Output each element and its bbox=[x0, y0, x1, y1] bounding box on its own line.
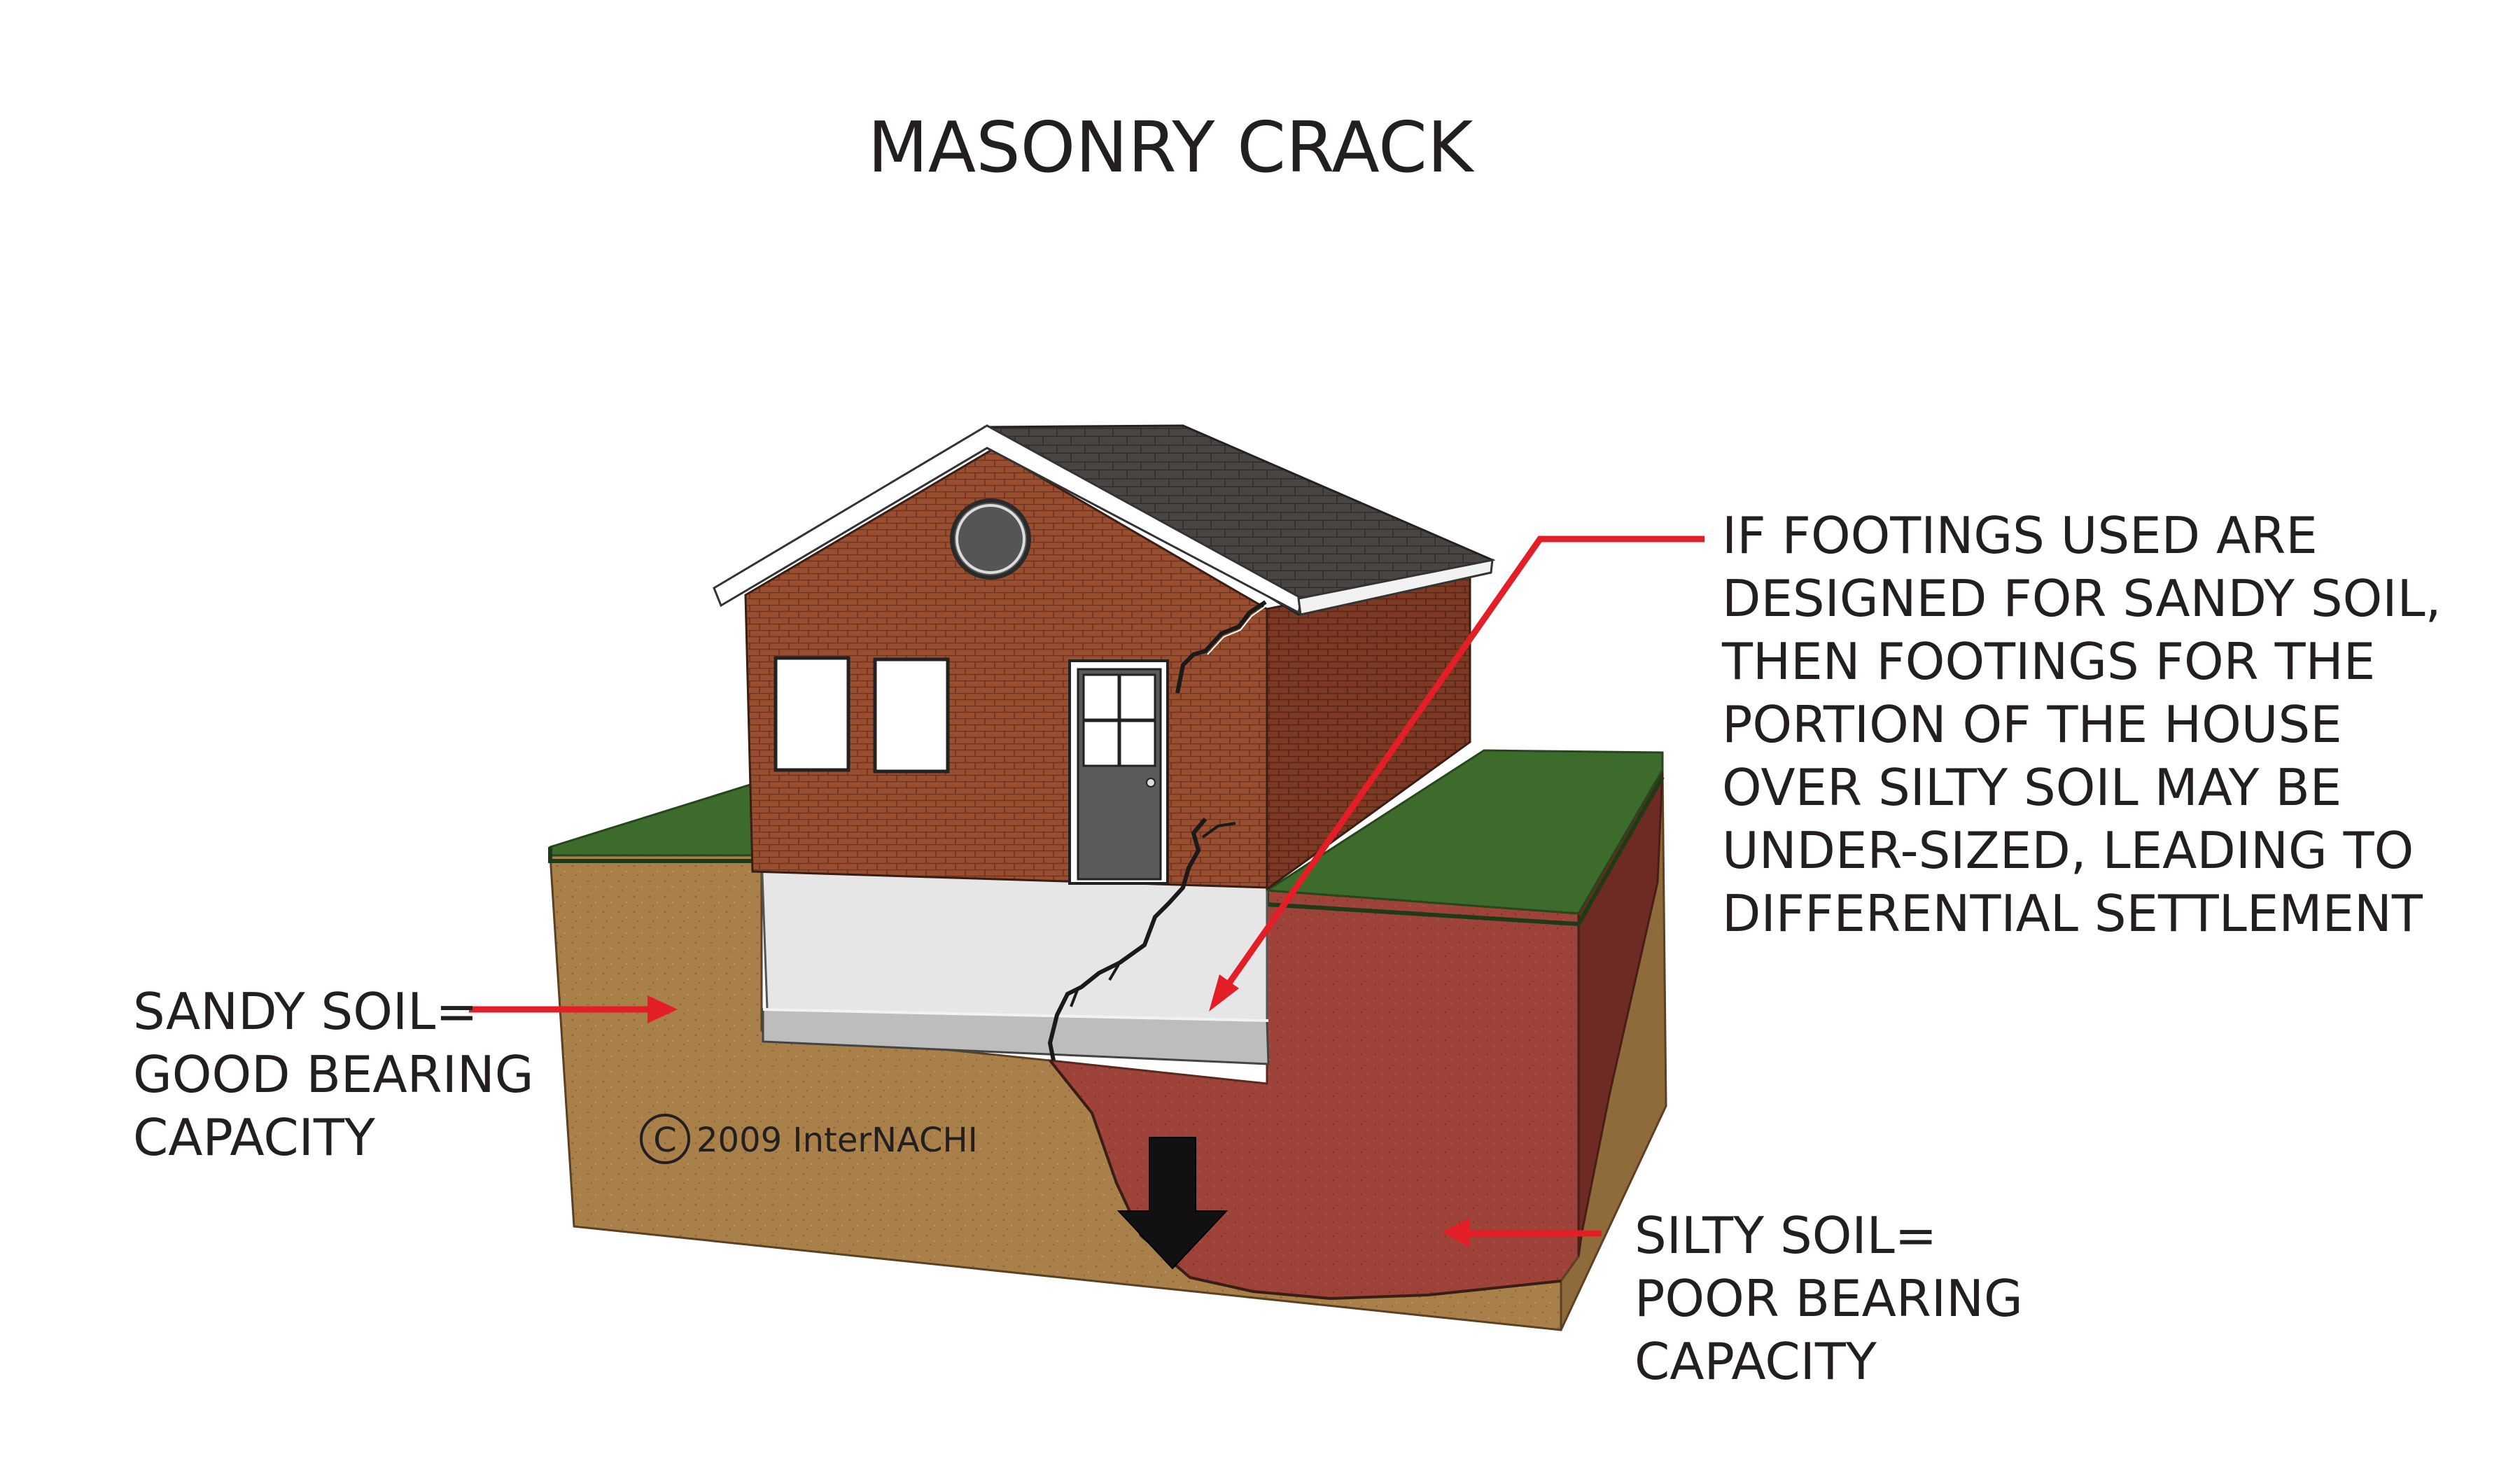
silty-soil-label: SILTY SOIL= POOR BEARING CAPACITY bbox=[1634, 1206, 2039, 1391]
footing-note-label: IF FOOTINGS USED ARE DESIGNED FOR SANDY … bbox=[1721, 506, 2457, 943]
sandy-soil-label: SANDY SOIL= GOOD BEARING CAPACITY bbox=[133, 982, 550, 1167]
diagram-title: MASONRY CRACK bbox=[868, 106, 1475, 188]
copyright-text: 2009 InterNACHI bbox=[696, 1121, 978, 1160]
gable-vent-window bbox=[952, 500, 1029, 578]
window-left bbox=[776, 658, 848, 770]
window-right bbox=[875, 659, 948, 771]
grass-left bbox=[550, 784, 762, 855]
foundation-wall bbox=[762, 855, 1268, 1064]
copyright-symbol-letter: C bbox=[653, 1121, 677, 1160]
front-door bbox=[1070, 661, 1168, 883]
